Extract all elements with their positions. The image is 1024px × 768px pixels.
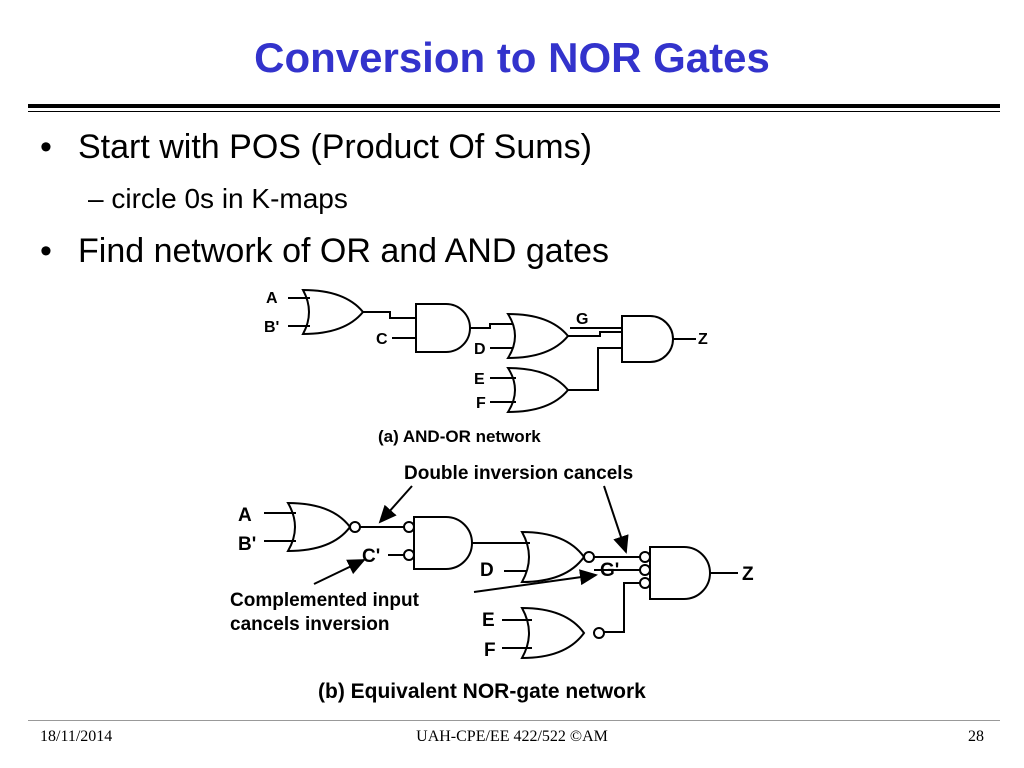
arrow-complemented-c <box>313 559 366 585</box>
b-label-G: G' <box>600 560 619 581</box>
footer-divider <box>28 720 1000 721</box>
b-caption: (b) Equivalent NOR-gate network <box>318 680 646 703</box>
b-and-1-bubble-bottom <box>403 549 415 561</box>
arrow-double-inversion-left <box>378 485 413 524</box>
arrow-double-inversion-right <box>603 485 629 554</box>
b-nor-1-bubble <box>349 521 361 533</box>
b-label-C: C' <box>362 546 380 567</box>
slide-title: Conversion to NOR Gates <box>254 34 770 81</box>
b-nor-2-bubble <box>583 551 595 563</box>
a-or-gate-1 <box>301 288 365 336</box>
b-and-gate-1 <box>413 516 473 570</box>
b-note-top: Double inversion cancels <box>404 463 633 484</box>
b-and-1-bubble-top <box>403 521 415 533</box>
a-label-A: A <box>266 290 278 307</box>
b-label-D: D <box>480 560 494 581</box>
bullet-1-sub: – circle 0s in K-maps <box>88 183 348 214</box>
a-label-B: B' <box>264 319 279 336</box>
b-label-A: A <box>238 505 252 526</box>
b-and-2-bubble-1 <box>639 551 651 563</box>
a-caption: (a) AND-OR network <box>378 427 541 446</box>
a-label-Z: Z <box>698 331 708 348</box>
b-label-B: B' <box>238 534 256 555</box>
b-and-2-bubble-2 <box>639 564 651 576</box>
b-label-F: F <box>484 640 496 661</box>
b-note-left-1: Complemented input <box>230 590 420 611</box>
b-note-left-2: cancels inversion <box>230 614 389 635</box>
b-nor-gate-1 <box>286 501 352 553</box>
arrow-complemented-g <box>473 569 598 593</box>
a-label-D: D <box>474 341 486 358</box>
footer-date: 18/11/2014 <box>40 728 113 745</box>
bullet-2-marker: • <box>40 232 52 270</box>
b-nor-3-bubble <box>593 627 605 639</box>
a-label-G: G <box>576 311 588 328</box>
a-or-gate-3 <box>506 366 570 414</box>
title-divider-thick <box>28 104 1000 108</box>
bullet-1-marker: • <box>40 128 52 166</box>
a-label-F: F <box>476 395 486 412</box>
b-label-E: E <box>482 610 495 631</box>
a-or-gate-2 <box>506 312 570 360</box>
a-label-C: C <box>376 331 388 348</box>
bullet-1-text: Start with POS (Product Of Sums) <box>78 128 592 166</box>
bullet-2: • Find network of OR and AND gates <box>40 232 609 271</box>
b-nor-gate-2 <box>520 530 586 584</box>
bullet-2-text: Find network of OR and AND gates <box>78 232 610 270</box>
a-label-E: E <box>474 371 485 388</box>
footer-page-number: 28 <box>968 728 984 745</box>
b-and-gate-2 <box>649 546 711 600</box>
a-and-gate-1 <box>415 303 471 353</box>
a-and-gate-2 <box>621 315 674 363</box>
diagram-b <box>264 485 738 660</box>
b-nor-gate-3 <box>520 606 586 660</box>
title-divider-thin <box>28 111 1000 112</box>
b-label-Z: Z <box>742 564 754 585</box>
b-and-2-bubble-3 <box>639 577 651 589</box>
footer-course: UAH-CPE/EE 422/522 ©AM <box>416 728 608 745</box>
diagram-a <box>288 288 696 414</box>
bullet-1: • Start with POS (Product Of Sums) <box>40 128 592 167</box>
